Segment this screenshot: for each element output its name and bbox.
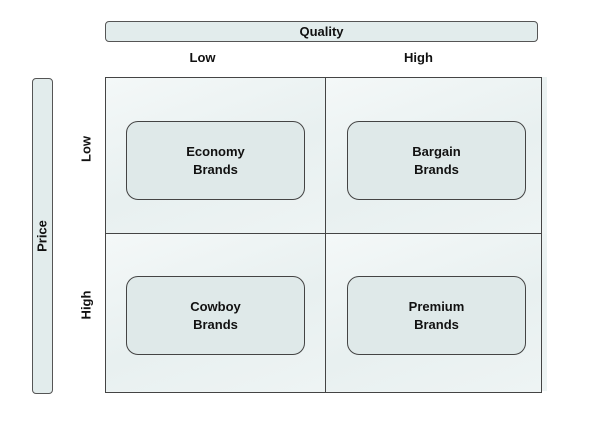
- cowboy-brands-line1: Cowboy: [190, 298, 241, 314]
- quality-high-label: High: [404, 50, 433, 65]
- economy-brands-box: Economy Brands: [126, 121, 305, 200]
- cowboy-brands-box: Cowboy Brands: [126, 276, 305, 355]
- premium-brands-line2: Brands: [414, 316, 459, 332]
- economy-brands-line2: Brands: [193, 161, 238, 177]
- price-axis-title: Price: [34, 220, 50, 252]
- price-low-label: Low: [78, 136, 94, 162]
- quality-low-label: Low: [189, 50, 216, 65]
- premium-brands-line1: Premium: [408, 298, 465, 314]
- economy-brands-line1: Economy: [186, 143, 245, 159]
- grid-divider-vertical: [325, 77, 326, 393]
- premium-brands-box: Premium Brands: [347, 276, 526, 355]
- grid-divider-horizontal: [105, 233, 542, 234]
- price-axis-bar: [32, 78, 53, 394]
- price-high-label: High: [78, 290, 94, 320]
- bargain-brands-line2: Brands: [414, 161, 459, 177]
- cowboy-brands-line2: Brands: [193, 316, 238, 332]
- quality-axis-title: Quality: [105, 21, 538, 42]
- bargain-brands-box: Bargain Brands: [347, 121, 526, 200]
- quadrant-grid-border: [105, 77, 542, 393]
- quality-axis-title-text: Quality: [299, 24, 344, 39]
- bargain-brands-line1: Bargain: [412, 143, 461, 159]
